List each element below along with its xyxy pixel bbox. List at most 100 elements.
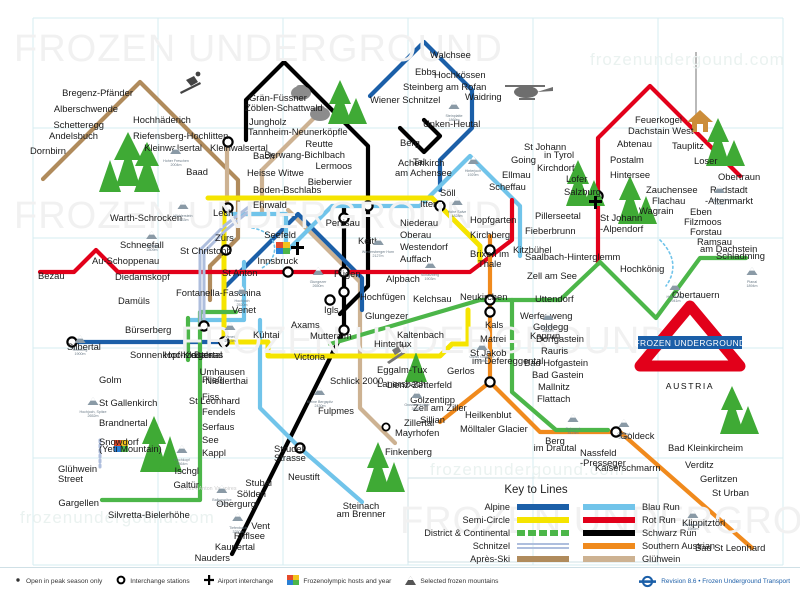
station-label[interactable]: Silvretta-Bielerhöhe: [108, 509, 190, 520]
station-label[interactable]: am Brenner: [336, 508, 386, 519]
station-label[interactable]: Hopfgarten: [470, 214, 517, 225]
station-label[interactable]: Kühtai: [253, 329, 280, 340]
station-label[interactable]: Zürs: [215, 232, 234, 243]
station-label[interactable]: Tauplitz: [672, 140, 704, 151]
station-label[interactable]: Forstau: [690, 226, 722, 237]
station-label[interactable]: Nassfeld: [580, 447, 617, 458]
station-label[interactable]: am Achensee: [395, 167, 452, 178]
station-label[interactable]: Victoria: [294, 351, 326, 362]
key-row[interactable]: Schnitzel: [418, 539, 576, 552]
station-label[interactable]: Bregenz-Pfänder: [62, 87, 133, 98]
station-label[interactable]: Umhausen: [199, 366, 245, 377]
station-label[interactable]: Abtenau: [617, 138, 652, 149]
station-label[interactable]: Galtür: [173, 479, 199, 490]
station-label[interactable]: Heisse Witwe: [247, 167, 304, 178]
station-label[interactable]: Sillian: [420, 414, 446, 425]
key-row[interactable]: District & Continental: [418, 526, 576, 539]
station-label[interactable]: Hintersee: [610, 169, 651, 180]
station-label[interactable]: St Johann: [524, 141, 567, 152]
station-label[interactable]: Kaiserschmarrn: [595, 462, 661, 473]
station-label[interactable]: in Tyrol: [544, 149, 575, 160]
station-label[interactable]: Going: [511, 154, 537, 165]
station-label[interactable]: Saalbach-Hinterglemm: [525, 251, 621, 262]
station-label[interactable]: St Johann: [600, 212, 643, 223]
station-label[interactable]: Waidring: [465, 91, 502, 102]
station-label[interactable]: Bezau: [38, 270, 65, 281]
station-label[interactable]: Lienz-Zetterfeld: [386, 379, 452, 390]
station-label[interactable]: Au-Schoppenau: [92, 255, 160, 266]
station-label[interactable]: Brandnertal: [99, 417, 148, 428]
key-row[interactable]: Southern Austrian: [576, 539, 715, 552]
station-label[interactable]: Lanersbach: [377, 378, 426, 389]
station-label[interactable]: Fügen: [334, 268, 361, 279]
station-label[interactable]: Ellmau: [502, 169, 531, 180]
station-label[interactable]: Bad Kleinkircheim: [668, 442, 744, 453]
station-label[interactable]: St Urban: [712, 487, 749, 498]
station-label[interactable]: Eggalm-Tux: [377, 364, 428, 375]
station-label[interactable]: Goldegg: [533, 321, 569, 332]
station-label[interactable]: Diedamskopf: [115, 271, 170, 282]
station-label[interactable]: Serfaus: [202, 421, 235, 432]
station-label[interactable]: Berg: [545, 435, 565, 446]
station-label[interactable]: Dachstain West: [628, 125, 694, 136]
station-label[interactable]: Riefensberg-Hochlitten: [133, 130, 229, 141]
station-label[interactable]: Kappl: [202, 447, 226, 458]
station-label[interactable]: Berg: [400, 137, 420, 148]
station-label[interactable]: Lech: [213, 207, 234, 218]
station-label[interactable]: Heilkenblut: [465, 409, 512, 420]
station-label[interactable]: Pertisau: [325, 217, 360, 228]
station-label[interactable]: Ebbs: [415, 66, 437, 77]
station-label[interactable]: Hintertux: [374, 338, 412, 349]
station-label[interactable]: Radstadt: [710, 184, 748, 195]
key-row[interactable]: Rot Run: [576, 513, 715, 526]
station-label[interactable]: Eben: [690, 206, 712, 217]
station-label[interactable]: Kelchsau: [413, 293, 452, 304]
station-label[interactable]: Feuerkogel: [635, 114, 682, 125]
station-label[interactable]: Bach: [253, 150, 275, 161]
station-label[interactable]: Ischgl: [174, 465, 200, 476]
station-label[interactable]: Söll: [440, 187, 456, 198]
station-label[interactable]: Dornbirn: [30, 145, 66, 156]
station-label[interactable]: Goldeck: [620, 430, 655, 441]
station-label[interactable]: Salzburg: [564, 186, 602, 197]
station-label[interactable]: Kaprun: [530, 330, 561, 341]
station-label[interactable]: Baad: [186, 166, 208, 177]
station-label[interactable]: Schlick 2000: [330, 375, 384, 386]
station-label[interactable]: Kleinwalsertal: [144, 142, 202, 153]
station-label[interactable]: Innsbruck: [257, 255, 298, 266]
station-label[interactable]: Kirchdorf: [537, 162, 575, 173]
station-label[interactable]: Rauris: [541, 345, 569, 356]
station-label[interactable]: Fließ: [202, 374, 223, 385]
station-label[interactable]: Ramsau: [697, 236, 732, 247]
station-label[interactable]: St Gallenkirch: [99, 397, 158, 408]
station-label[interactable]: Damüls: [118, 295, 150, 306]
station-label[interactable]: Snowdorf: [99, 436, 139, 447]
key-row[interactable]: Après-Ski: [418, 552, 576, 565]
station-label[interactable]: Flattach: [537, 393, 571, 404]
station-label[interactable]: Wiener Schnitzel: [370, 94, 441, 105]
station-label[interactable]: Walchsee: [430, 49, 471, 60]
station-label[interactable]: Steinberg am Rofan: [403, 81, 487, 92]
station-label[interactable]: St Leonhard: [188, 395, 240, 406]
station-label[interactable]: Bürserberg: [125, 324, 172, 335]
station-label[interactable]: Dorfgastein: [536, 333, 584, 344]
station-label[interactable]: Zell am Ziller: [413, 402, 467, 413]
station-label[interactable]: Hochkössen: [434, 69, 486, 80]
station-label[interactable]: Boden-Bschlabs: [253, 184, 322, 195]
station-label[interactable]: Obergurgl: [216, 498, 258, 509]
station-label[interactable]: Loser: [694, 155, 718, 166]
station-label[interactable]: Ehrwald: [253, 199, 287, 210]
station-label[interactable]: (Yeti Mountain): [99, 443, 162, 454]
station-label[interactable]: Warth-Schrocken: [110, 212, 183, 223]
station-label[interactable]: Kals: [485, 319, 504, 330]
station-label[interactable]: im Drautal: [533, 442, 577, 453]
station-label[interactable]: Andelsbuch: [49, 130, 98, 141]
station-label[interactable]: Silbertal: [67, 341, 101, 352]
station-label[interactable]: -Presseger: [580, 457, 626, 468]
station-label[interactable]: Strasse: [274, 452, 306, 463]
station-label[interactable]: Mayrhofen: [395, 427, 440, 438]
station-label[interactable]: Fendels: [202, 406, 236, 417]
station-label[interactable]: Pillerseetal: [535, 210, 581, 221]
station-label[interactable]: Verditz: [685, 459, 714, 470]
station-label[interactable]: Brixen im: [470, 248, 510, 259]
